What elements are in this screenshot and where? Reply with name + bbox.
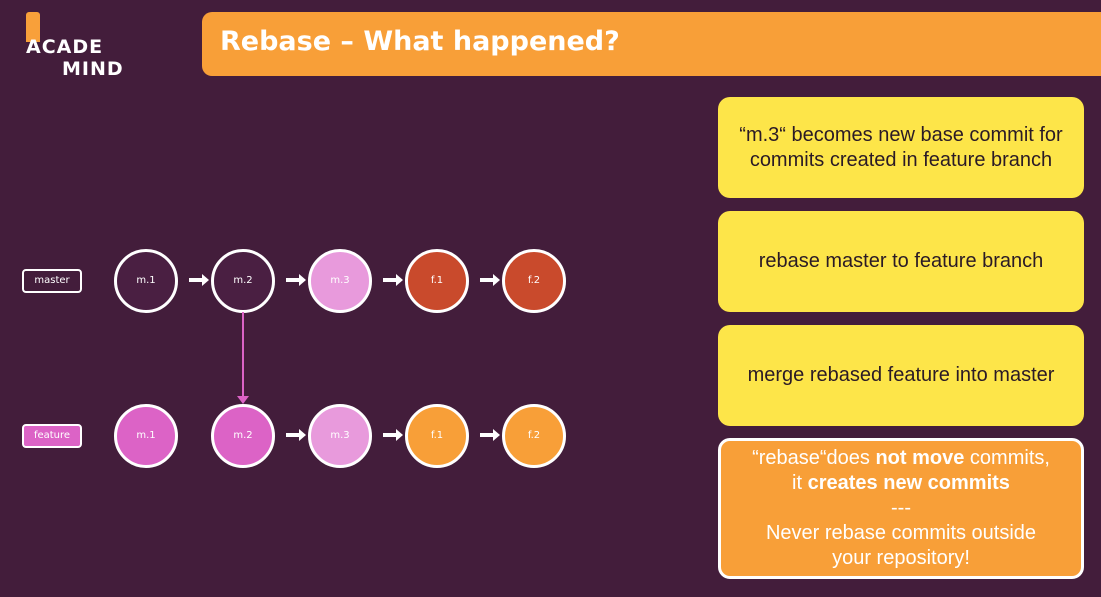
logo-line1: ACADE [26,36,104,58]
arrow-right-icon [189,274,209,286]
warning-line4: your repository! [832,547,970,569]
arrow-right-icon [480,429,500,441]
warning-line2: it creates new commits [792,471,1010,496]
master-branch-label: master [22,269,82,293]
master-commit-m2: m.2 [211,249,275,313]
master-commit-m3: m.3 [308,249,372,313]
feature-commit-m2: m.2 [211,404,275,468]
logo-flag-icon [26,12,40,42]
arrow-right-icon [383,429,403,441]
warning-text: commits, [964,447,1050,469]
title-bar: Rebase – What happened? [202,12,1101,76]
arrow-right-icon [383,274,403,286]
warning-separator: --- [891,497,911,519]
feature-branch-label: feature [22,424,82,448]
warning-line3: Never rebase commits outside [765,522,1037,544]
logo-line2: MIND [62,58,124,80]
arrow-right-icon [286,429,306,441]
warning-text: it [792,472,808,494]
warning-line1: “rebase“does not move commits, [752,446,1050,471]
warning-box: “rebase“does not move commits, it create… [718,438,1084,579]
note-new-base-commit: “m.3“ becomes new base commit for commit… [718,97,1084,198]
feature-commit-m3: m.3 [308,404,372,468]
warning-bold: not move [875,447,965,469]
note-text: rebase master to feature branch [758,250,1044,272]
feature-commit-m1: m.1 [114,404,178,468]
slide-title: Rebase – What happened? [220,26,620,57]
master-commit-f1: f.1 [405,249,469,313]
note-rebase-master: rebase master to feature branch [718,211,1084,312]
warning-bold: creates new commits [807,472,1010,494]
warning-text: “rebase“does [752,447,876,469]
note-merge-rebased: merge rebased feature into master [718,325,1084,426]
note-text: merge rebased feature into master [747,364,1055,386]
master-commit-m1: m.1 [114,249,178,313]
feature-commit-f2: f.2 [502,404,566,468]
arrow-down-icon [237,312,249,404]
arrow-right-icon [480,274,500,286]
master-commit-f2: f.2 [502,249,566,313]
note-text: “m.3“ becomes new base commit for commit… [739,123,1063,171]
academind-logo: ACADE MIND [22,12,132,80]
arrow-right-icon [286,274,306,286]
feature-commit-f1: f.1 [405,404,469,468]
